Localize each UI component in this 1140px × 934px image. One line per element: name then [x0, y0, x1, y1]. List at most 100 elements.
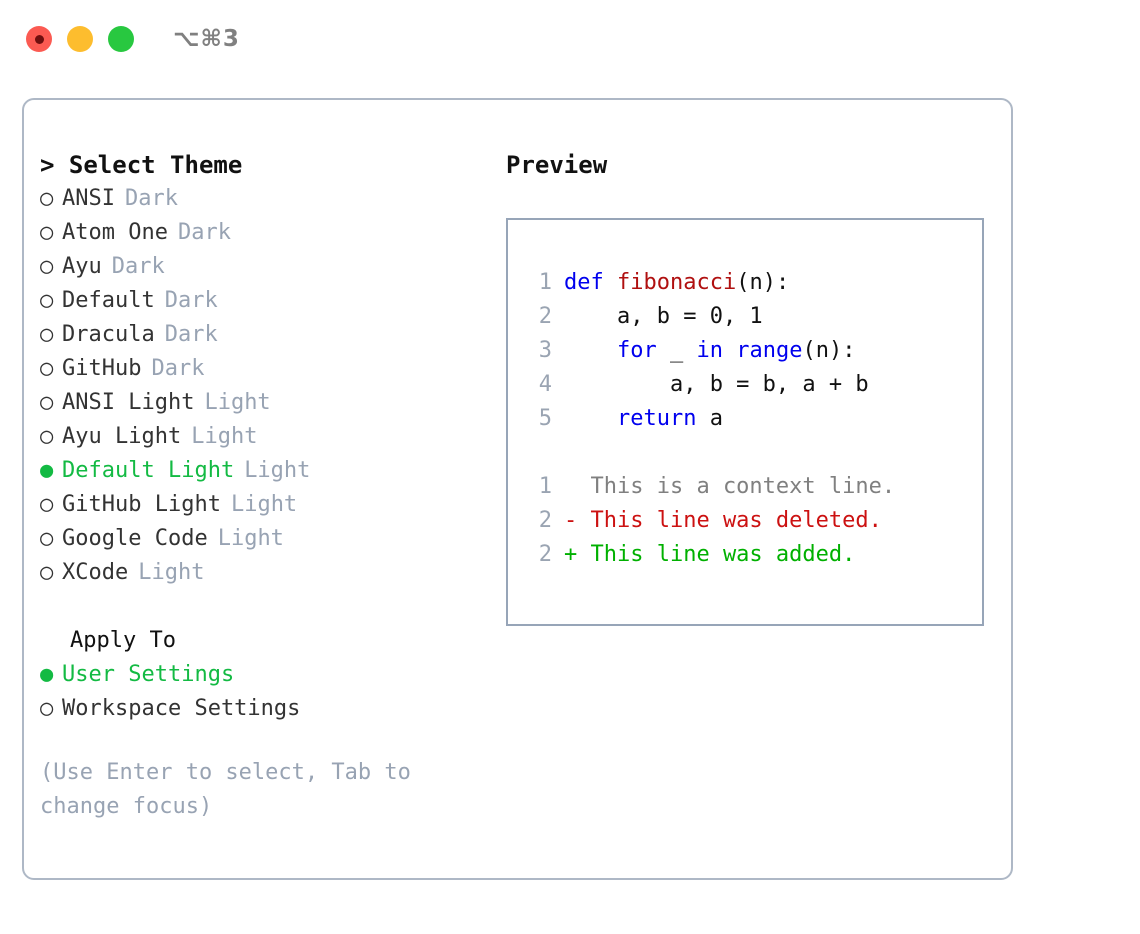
theme-option-label: GitHub Light — [62, 492, 221, 517]
zoom-button[interactable] — [108, 26, 134, 52]
code-line: 5 return a — [526, 402, 982, 436]
diff-line-text: + This line was added. — [564, 542, 856, 567]
code-line: 1 def fibonacci(n): — [526, 266, 982, 300]
theme-option-label: Default — [62, 288, 155, 313]
radio-unselected-icon: ○ — [40, 526, 54, 551]
theme-option-label: Atom One — [62, 220, 168, 245]
theme-option-tag: Light — [191, 424, 258, 449]
theme-option-label: Ayu Light — [62, 424, 182, 449]
theme-option-label: ANSI — [62, 186, 115, 211]
code-token — [564, 334, 617, 368]
code-token: a, b = b, a + b — [564, 372, 869, 397]
titlebar: ⌥⌘3 — [0, 0, 1140, 78]
theme-option-tag: Dark — [164, 322, 218, 347]
code-line-number: 5 — [538, 406, 552, 431]
diff-line: 1 This is a context line. — [526, 470, 982, 504]
apply-to-option-workspace-settings[interactable]: ○ Workspace Settings — [40, 692, 494, 726]
theme-option-tag: Light — [217, 526, 284, 551]
theme-option-tag: Light — [230, 492, 298, 517]
radio-unselected-icon: ○ — [40, 560, 54, 585]
recording-indicator-icon — [34, 34, 44, 44]
radio-unselected-icon: ○ — [40, 254, 54, 279]
theme-option-github-light[interactable]: ○ GitHub Light Light — [40, 488, 494, 522]
code-line: 4 a, b = b, a + b — [526, 368, 982, 402]
diff-sample: 1 This is a context line. 2 - This line wa… — [526, 470, 982, 572]
code-token: return — [616, 406, 697, 431]
radio-unselected-icon: ○ — [40, 356, 54, 381]
code-token: (n): — [736, 270, 790, 295]
theme-option-tag: Dark — [111, 254, 165, 279]
theme-option-github[interactable]: ○ GitHub Dark — [40, 352, 494, 386]
theme-option-tag: Dark — [164, 288, 218, 313]
radio-unselected-icon: ○ — [40, 322, 54, 347]
theme-option-tag: Dark — [177, 220, 231, 245]
code-token: in range — [696, 338, 803, 363]
code-line-number: 4 — [538, 372, 552, 397]
radio-selected-icon: ● — [40, 458, 54, 483]
theme-option-xcode[interactable]: ○ XCode Light — [40, 556, 494, 590]
diff-line-number: 1 — [538, 474, 552, 499]
radio-unselected-icon: ○ — [40, 288, 54, 313]
theme-option-label: Default Light — [62, 458, 235, 483]
radio-unselected-icon: ○ — [40, 186, 54, 211]
minimize-button[interactable] — [67, 26, 93, 52]
theme-option-tag: Light — [204, 390, 271, 415]
code-line-number: 1 — [538, 270, 552, 295]
radio-unselected-icon: ○ — [40, 696, 54, 721]
theme-option-label: Dracula — [62, 322, 155, 347]
theme-option-label: XCode — [62, 560, 129, 585]
diff-line: 2 - This line was deleted. — [526, 504, 982, 538]
theme-option-label: ANSI Light — [62, 390, 195, 415]
theme-option-default[interactable]: ○ Default Dark — [40, 284, 494, 318]
apply-to-title: Apply To — [70, 628, 176, 653]
keyboard-shortcut-label: ⌥⌘3 — [173, 26, 240, 52]
apply-to-list[interactable]: ●User Settings ○ Workspace Settings — [40, 658, 494, 726]
diff-line-number: 2 — [538, 508, 552, 533]
code-token: a, b = 0, 1 — [564, 304, 763, 329]
theme-option-label: Google Code — [62, 526, 208, 551]
diff-line-text: This is a context line. — [564, 474, 896, 499]
diff-line-number: 2 — [538, 542, 552, 567]
theme-option-dracula[interactable]: ○ Dracula Dark — [40, 318, 494, 352]
code-token: for — [616, 338, 657, 363]
code-token: a — [696, 406, 723, 431]
diff-line: 2 + This line was added. — [526, 538, 982, 572]
theme-option-default-light[interactable]: ● Default Light Light — [40, 454, 494, 488]
theme-option-tag: Dark — [151, 356, 205, 381]
code-line-number: 3 — [538, 338, 552, 363]
apply-to-option-label: Workspace Settings — [62, 696, 301, 721]
radio-unselected-icon: ○ — [40, 492, 54, 517]
code-line: 3 for _ in range(n): — [526, 334, 982, 368]
page-title: > Select Theme — [40, 151, 243, 179]
apply-to-option-user-settings[interactable]: ●User Settings — [40, 658, 494, 692]
code-line-number: 2 — [538, 304, 552, 329]
theme-option-tag: Light — [244, 458, 311, 483]
theme-option-label: GitHub — [62, 356, 142, 381]
code-diff-separator — [526, 436, 982, 470]
close-button[interactable] — [26, 26, 52, 52]
apply-to-option-label: User Settings — [62, 662, 235, 687]
code-token: _ — [656, 338, 697, 363]
code-token: def — [564, 270, 617, 295]
diff-line-text: - This line was deleted. — [564, 508, 882, 533]
radio-unselected-icon: ○ — [40, 390, 54, 415]
code-token: (n): — [802, 338, 856, 363]
radio-unselected-icon: ○ — [40, 424, 54, 449]
code-token: fibonacci — [616, 270, 737, 295]
theme-option-tag: Light — [138, 560, 205, 585]
theme-option-ansi-light[interactable]: ○ ANSI Light Light — [40, 386, 494, 420]
preview-title: Preview — [506, 151, 608, 179]
theme-option-ayu-light[interactable]: ○ Ayu Light Light — [40, 420, 494, 454]
theme-option-google-code[interactable]: ○ Google Code Light — [40, 522, 494, 556]
keyboard-hint: (Use Enter to select, Tab to change focu… — [40, 760, 425, 819]
